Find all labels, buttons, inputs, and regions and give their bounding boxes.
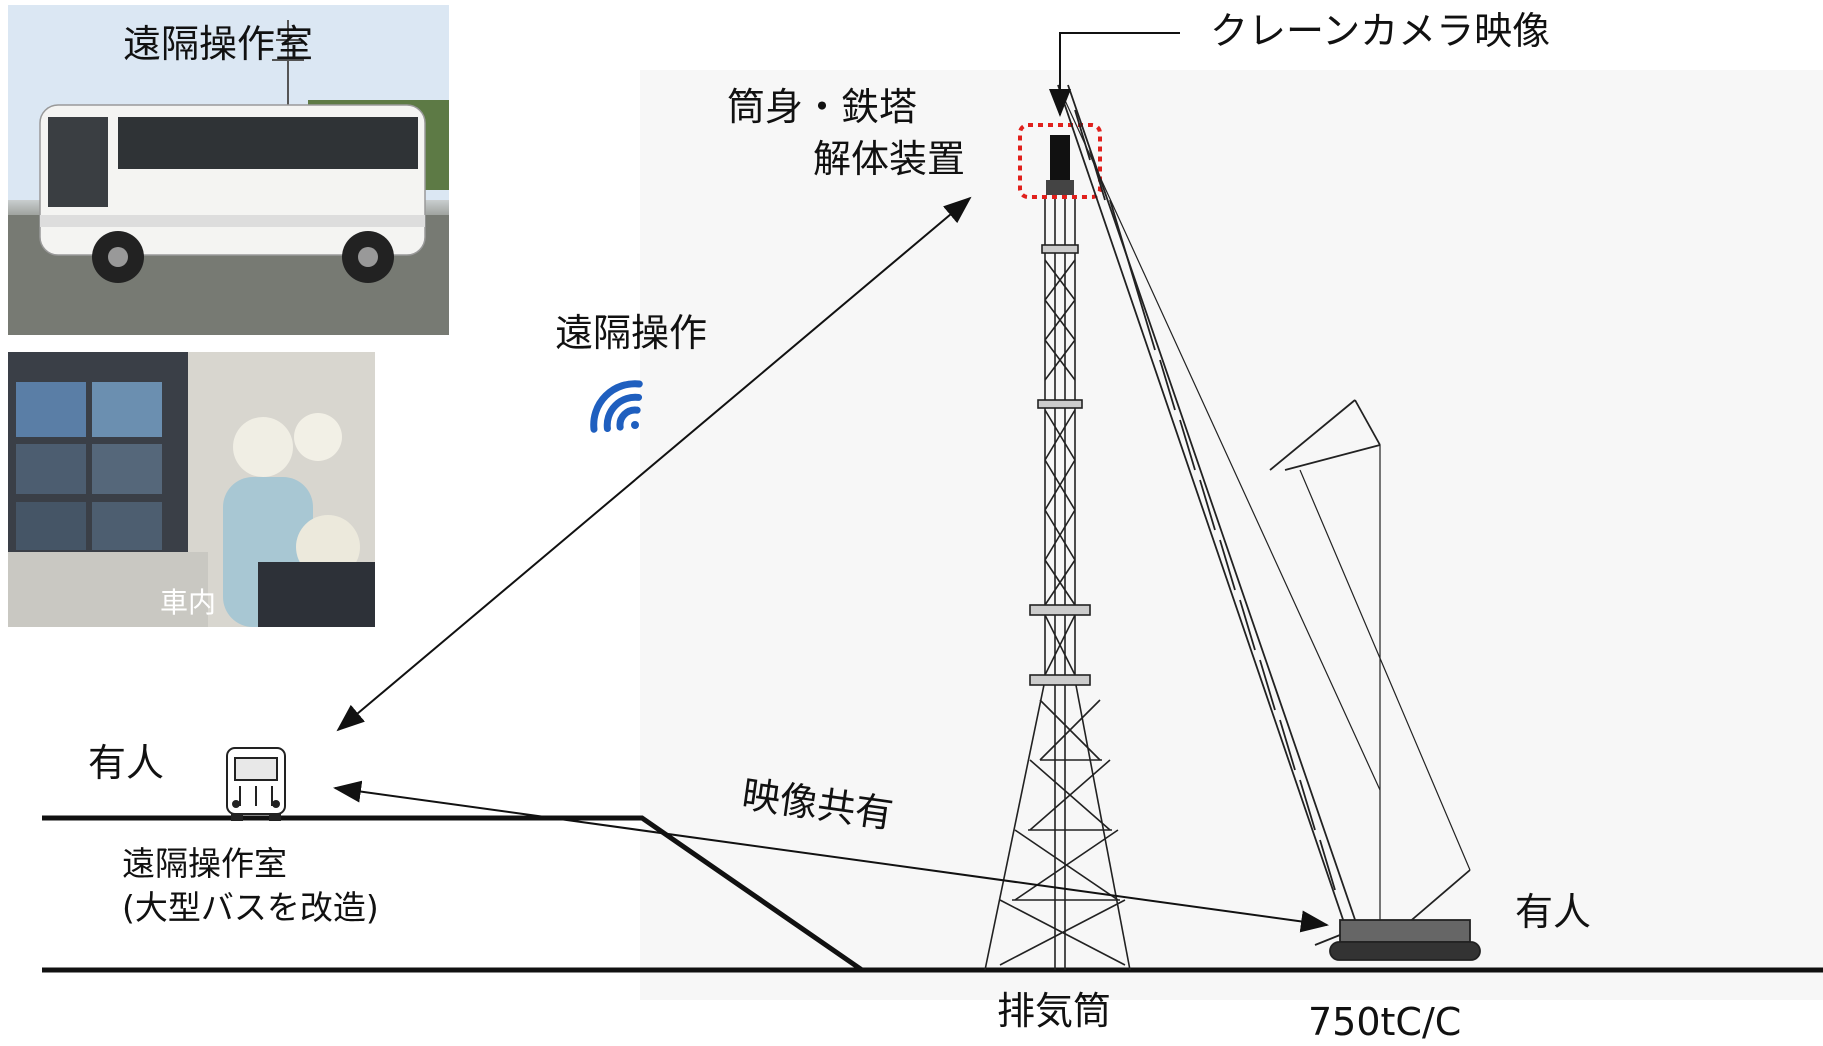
crane-label: 750tC/C xyxy=(1308,1000,1462,1044)
dismantle-device xyxy=(1018,123,1102,199)
backdrop-panel xyxy=(640,70,1823,1000)
manned-left-label: 有人 xyxy=(88,741,165,785)
crane-camera-pointer xyxy=(1049,32,1180,117)
remote-operation-arrow xyxy=(336,196,972,732)
wifi-signal-icon xyxy=(590,380,643,433)
highlight-box xyxy=(1018,123,1102,199)
remote-room-note: (大型バスを改造) xyxy=(122,888,379,927)
dismantle-device-label-2: 解体装置 xyxy=(813,137,966,181)
video-sharing-arrow xyxy=(333,780,1329,933)
remote-operation-label: 遠隔操作 xyxy=(555,311,708,355)
crane-camera-label: クレーンカメラ映像 xyxy=(1210,9,1551,53)
interior-photo-caption: 車内 xyxy=(160,586,217,619)
bus-icon xyxy=(226,747,286,821)
dismantle-device-label-1: 筒身・鉄塔 xyxy=(727,85,918,129)
chimney-label: 排気筒 xyxy=(997,989,1112,1033)
bus-photo-title: 遠隔操作室 xyxy=(123,22,314,66)
manned-right-label: 有人 xyxy=(1515,890,1592,934)
crawler-crane xyxy=(1057,84,1481,961)
remote-room-label: 遠隔操作室 xyxy=(122,844,287,883)
